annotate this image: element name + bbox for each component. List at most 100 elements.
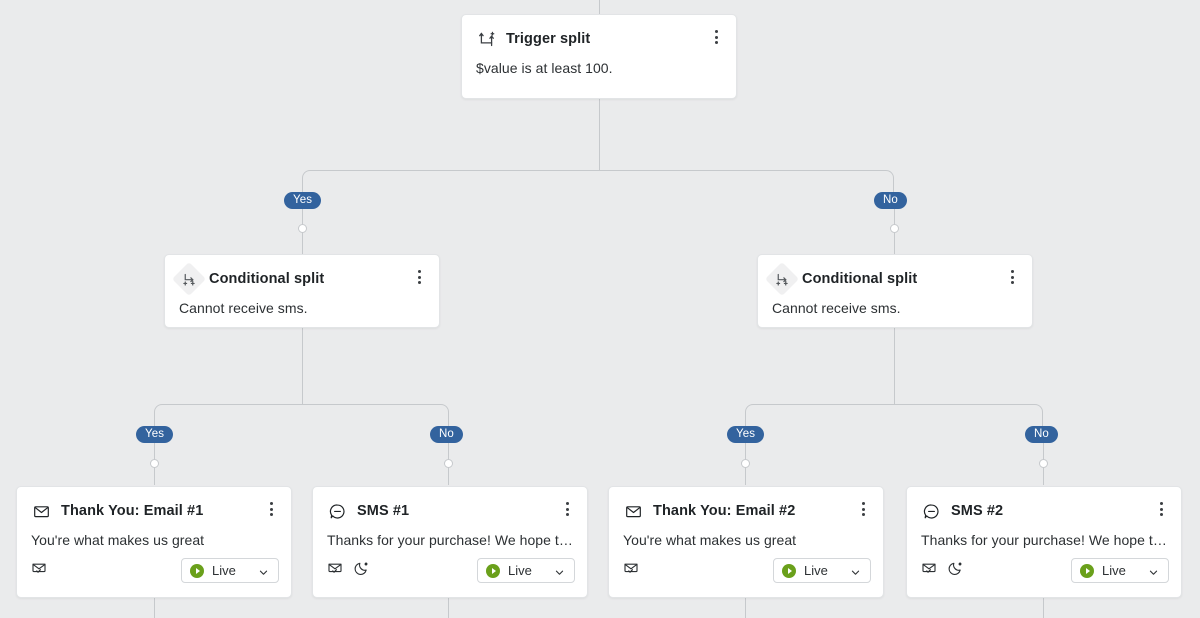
node-description: Thanks for your purchase! We hope that .… [327, 532, 587, 548]
node-title: Conditional split [209, 271, 325, 287]
node-description: Cannot receive sms. [179, 300, 308, 316]
connector-trigger-right-elbow [599, 170, 894, 200]
node-email-2[interactable]: Thank You: Email #2 You're what makes us… [608, 486, 884, 598]
footer-icon-group [31, 560, 47, 581]
connector-right-yes-leg [745, 434, 746, 464]
connector-email1-tail [154, 598, 155, 618]
live-status-icon [190, 563, 204, 578]
node-title: Thank You: Email #1 [61, 503, 204, 519]
node-conditional-split-right[interactable]: Conditional split Cannot receive sms. [757, 254, 1033, 328]
trigger-split-icon [474, 27, 498, 51]
node-menu-button[interactable] [705, 26, 727, 48]
card-footer: Live [907, 548, 1181, 595]
connector-right-yes-elbow [745, 404, 895, 434]
moon-icon [948, 560, 964, 581]
card-header: Conditional split [758, 255, 1032, 296]
node-title: SMS #1 [357, 503, 410, 519]
node-menu-button[interactable] [1001, 266, 1023, 288]
branch-label-right-yes[interactable]: Yes [727, 426, 765, 443]
connector-left-no-leg [448, 434, 449, 464]
chevron-down-icon [1148, 565, 1159, 576]
connector-right-conditional-out [894, 328, 895, 404]
card-footer: Live [313, 548, 587, 595]
connector-left-yes-elbow [154, 404, 303, 434]
node-description: You're what makes us great [623, 532, 797, 548]
node-sms-2[interactable]: SMS #2 Thanks for your purchase! We hope… [906, 486, 1182, 598]
connector-left-yes-leg [154, 434, 155, 464]
chevron-down-icon [850, 565, 861, 576]
status-dropdown[interactable]: Live [181, 558, 279, 583]
envelope-check-icon [921, 560, 937, 581]
footer-icon-group [327, 560, 370, 581]
node-menu-button[interactable] [852, 498, 874, 520]
card-footer: Live [609, 548, 883, 595]
envelope-icon [621, 499, 645, 523]
node-description: $value is at least 100. [476, 60, 613, 76]
node-title: Trigger split [506, 31, 591, 47]
connector-to-sms2 [1043, 467, 1044, 485]
live-status-icon [1080, 563, 1094, 578]
node-description: Thanks for your purchase! We hope that .… [921, 532, 1181, 548]
connector-trigger-out [599, 99, 600, 170]
node-menu-button[interactable] [408, 266, 430, 288]
status-dropdown[interactable]: Live [477, 558, 575, 583]
branch-label-left-no[interactable]: No [430, 426, 463, 443]
connector-to-right-conditional [894, 232, 895, 255]
node-description: You're what makes us great [31, 532, 205, 548]
branch-label-trigger-yes[interactable]: Yes [284, 192, 322, 209]
branch-label-trigger-no[interactable]: No [874, 192, 907, 209]
connector-left-no-elbow [302, 404, 449, 434]
connector-email2-tail [745, 598, 746, 618]
card-header: Trigger split [462, 15, 736, 51]
conditional-split-icon [172, 262, 206, 296]
node-title: Thank You: Email #2 [653, 503, 796, 519]
branch-label-left-yes[interactable]: Yes [136, 426, 174, 443]
node-trigger-split[interactable]: Trigger split $value is at least 100. [461, 14, 737, 99]
status-dropdown[interactable]: Live [773, 558, 871, 583]
connector-top-stem [599, 0, 600, 14]
node-menu-button[interactable] [556, 498, 578, 520]
node-menu-button[interactable] [260, 498, 282, 520]
chevron-down-icon [554, 565, 565, 576]
connector-trigger-no-leg [894, 200, 895, 230]
connector-to-email1 [154, 467, 155, 485]
status-label: Live [212, 563, 236, 578]
node-description: Cannot receive sms. [772, 300, 901, 316]
conditional-split-icon [765, 262, 799, 296]
footer-icon-group [921, 560, 964, 581]
status-label: Live [1102, 563, 1126, 578]
connector-trigger-yes-leg [302, 200, 303, 230]
footer-icon-group [623, 560, 639, 581]
connector-left-conditional-out [302, 328, 303, 404]
status-dropdown[interactable]: Live [1071, 558, 1169, 583]
connector-sms1-tail [448, 598, 449, 618]
connector-right-no-leg [1043, 434, 1044, 464]
card-header: Thank You: Email #1 [17, 487, 291, 523]
envelope-check-icon [623, 560, 639, 581]
node-title: Conditional split [802, 271, 918, 287]
node-conditional-split-left[interactable]: Conditional split Cannot receive sms. [164, 254, 440, 328]
connector-right-no-elbow [894, 404, 1043, 434]
card-footer: Live [17, 548, 291, 595]
connector-sms2-tail [1043, 598, 1044, 618]
status-label: Live [804, 563, 828, 578]
node-title: SMS #2 [951, 503, 1004, 519]
live-status-icon [486, 563, 500, 578]
card-header: SMS #1 [313, 487, 587, 523]
chat-bubble-icon [325, 499, 349, 523]
envelope-check-icon [327, 560, 343, 581]
connector-trigger-left-elbow [302, 170, 600, 200]
branch-label-right-no[interactable]: No [1025, 426, 1058, 443]
live-status-icon [782, 563, 796, 578]
chevron-down-icon [258, 565, 269, 576]
status-label: Live [508, 563, 532, 578]
connector-to-email2 [745, 467, 746, 485]
chat-bubble-icon [919, 499, 943, 523]
node-email-1[interactable]: Thank You: Email #1 You're what makes us… [16, 486, 292, 598]
connector-to-sms1 [448, 467, 449, 485]
envelope-check-icon [31, 560, 47, 581]
node-sms-1[interactable]: SMS #1 Thanks for your purchase! We hope… [312, 486, 588, 598]
card-header: SMS #2 [907, 487, 1181, 523]
node-menu-button[interactable] [1150, 498, 1172, 520]
